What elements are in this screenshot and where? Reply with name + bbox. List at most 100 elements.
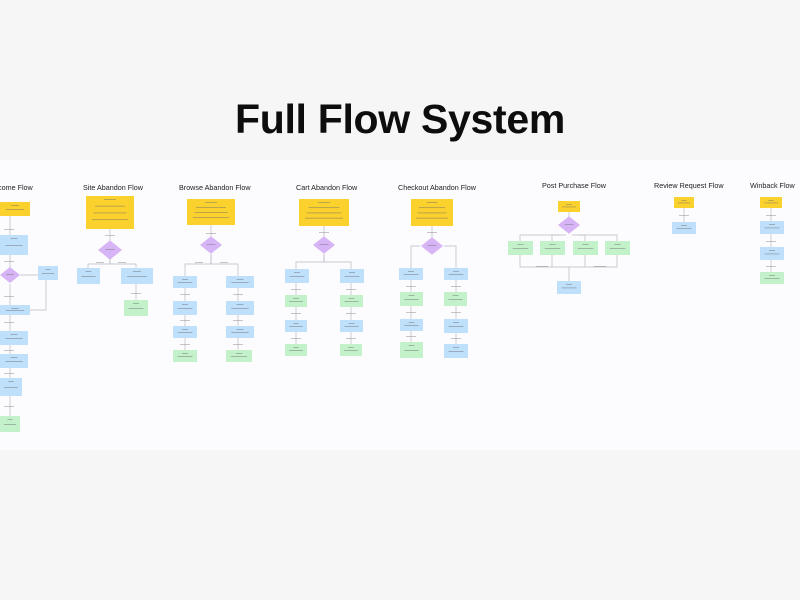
node-text-line — [566, 284, 572, 285]
edge-label — [195, 262, 203, 263]
flow-title-checkout-abandon: Checkout Abandon Flow — [398, 183, 476, 192]
connector-line — [184, 254, 212, 276]
split-node — [313, 236, 335, 254]
edge-label — [131, 293, 141, 294]
connector-line — [519, 234, 560, 241]
node-text-line — [306, 212, 342, 214]
node-text-line — [768, 200, 774, 201]
node-text-line — [7, 419, 13, 420]
node-text-line — [348, 298, 355, 299]
node-text-line — [81, 276, 96, 277]
edge-label — [594, 266, 606, 267]
edge-label — [291, 313, 301, 314]
edge-label — [96, 262, 104, 263]
node-text-line — [564, 224, 574, 225]
node-text-line — [305, 217, 343, 219]
node-text-line — [5, 338, 23, 339]
edge-label — [4, 261, 14, 262]
node-text-line — [289, 350, 303, 351]
node-text-line — [177, 356, 193, 357]
node-text-line — [95, 205, 125, 207]
flow-title-browse-abandon: Browse Abandon Flow — [179, 183, 251, 192]
node-text-line — [5, 209, 25, 210]
node-text-line — [133, 303, 139, 304]
edge-label — [206, 233, 216, 234]
edge-label — [4, 350, 14, 351]
node-text-line — [182, 279, 188, 280]
node-text-line — [404, 350, 419, 351]
node-text-line — [317, 202, 331, 203]
edge-label — [4, 229, 14, 230]
node-text-line — [677, 202, 691, 204]
edge-label — [233, 344, 243, 345]
node-text-line — [769, 224, 775, 225]
node-text-line — [769, 250, 775, 251]
node-text-line — [609, 248, 626, 249]
split-node — [98, 240, 122, 260]
node-text-line — [764, 253, 780, 255]
node-text-line — [293, 298, 299, 299]
node-text-line — [562, 206, 576, 208]
edge-label — [180, 294, 190, 295]
flow-title-cart-abandon: Cart Abandon Flow — [296, 183, 358, 192]
node-text-line — [128, 308, 144, 309]
connector-line — [323, 254, 352, 269]
node-text-line — [177, 282, 193, 283]
split-node — [200, 236, 222, 254]
edge-label — [233, 320, 243, 321]
node-text-line — [344, 301, 359, 302]
node-text-line — [764, 202, 778, 204]
node-text-line — [344, 276, 360, 277]
node-text-line — [11, 308, 19, 309]
node-text-line — [177, 332, 193, 333]
edge-label — [180, 344, 190, 345]
node-text-line — [10, 238, 18, 239]
node-text-line — [404, 299, 419, 300]
node-text-line — [764, 227, 780, 229]
edge-label — [766, 266, 776, 267]
edge-label — [346, 338, 356, 339]
flow-diagram — [0, 196, 784, 432]
node-text-line — [427, 245, 437, 246]
edge-label — [4, 322, 14, 323]
node-text-line — [417, 212, 447, 214]
node-text-line — [294, 272, 300, 273]
node-text-line — [194, 212, 228, 213]
connector-line — [210, 254, 239, 276]
node-text-line — [453, 271, 459, 272]
node-text-line — [517, 244, 524, 245]
node-text-line — [231, 308, 249, 309]
node-text-line — [561, 287, 577, 289]
edge-label — [291, 338, 301, 339]
node-text-line — [5, 361, 23, 362]
node-text-line — [5, 310, 25, 311]
edge-label — [451, 286, 461, 287]
node-text-line — [6, 274, 14, 275]
node-text-line — [91, 219, 129, 221]
flow-title-review-request: Review Request Flow — [654, 181, 724, 190]
node-text-line — [582, 244, 589, 245]
node-text-line — [544, 248, 561, 249]
node-text-line — [418, 207, 446, 209]
node-text-line — [549, 244, 556, 245]
node-text-line — [453, 347, 459, 348]
page-title: Full Flow System — [234, 96, 566, 142]
node-text-line — [676, 228, 692, 229]
node-text-line — [289, 301, 303, 302]
edge-label — [766, 241, 776, 242]
flow-canvas[interactable]: come Flow Site Abandon Flow Browse Aband… — [0, 160, 800, 450]
edge-label — [536, 266, 548, 267]
flow-title-welcome: come Flow — [0, 183, 33, 192]
edge-label — [406, 286, 416, 287]
node-text-line — [408, 322, 415, 323]
connector-line — [30, 280, 47, 311]
node-text-line — [230, 356, 248, 357]
connector-line — [578, 234, 618, 241]
node-text-line — [4, 387, 18, 388]
flow-title-post-purchase: Post Purchase Flow — [542, 181, 606, 190]
node-text-line — [764, 278, 780, 279]
node-text-line — [344, 350, 358, 351]
edge-label — [180, 320, 190, 321]
node-text-line — [448, 274, 464, 275]
node-text-line — [448, 299, 463, 300]
